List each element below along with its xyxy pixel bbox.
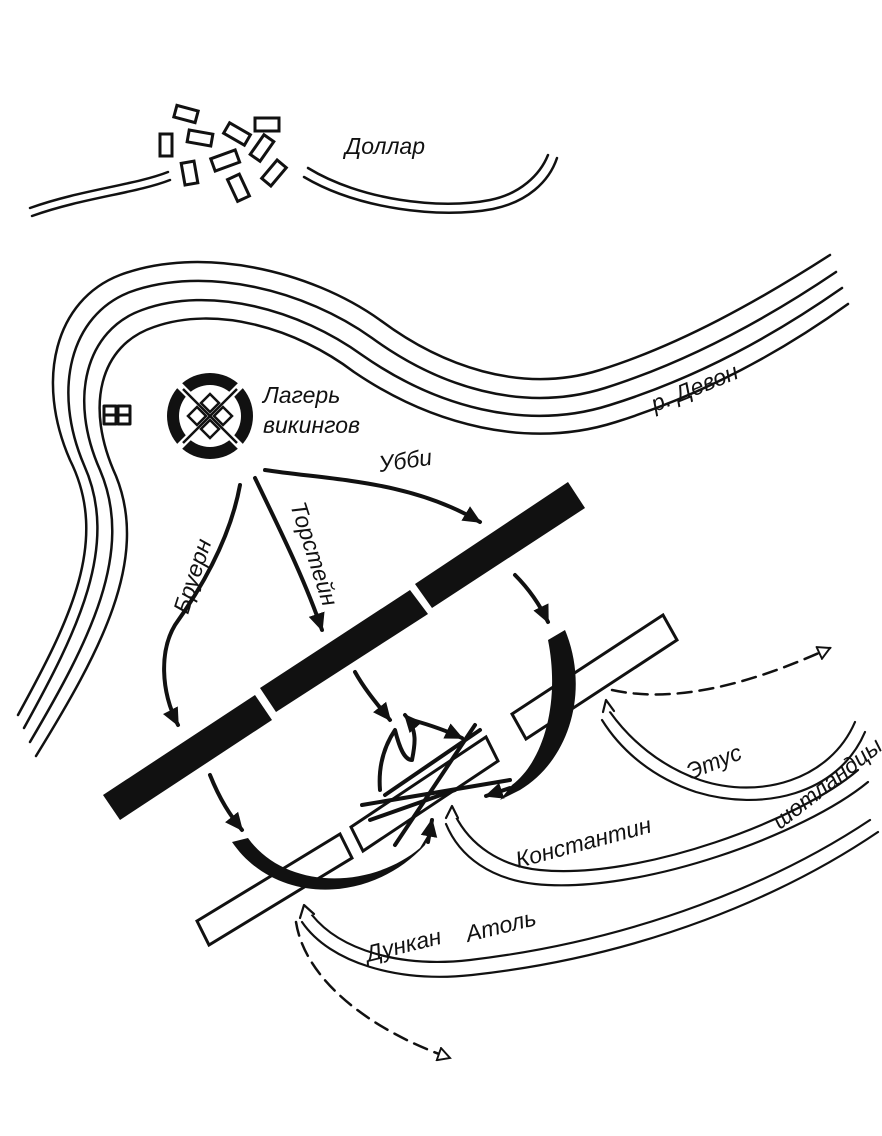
attack-arrow-icon xyxy=(500,630,576,800)
viking-attack-arrows xyxy=(162,468,550,832)
town-buildings xyxy=(158,103,289,204)
flanking-arrows xyxy=(232,630,576,890)
attack-arrow-icon xyxy=(162,483,242,727)
attack-arrow-icon xyxy=(263,468,482,524)
bruern-label: Бруерн xyxy=(168,535,217,616)
camp-label-line1: Лагерь xyxy=(261,382,340,408)
viking-battle-line xyxy=(103,482,585,820)
retreat-arrow-icon xyxy=(610,648,830,696)
etus-label: Этус xyxy=(682,739,746,785)
ford-icon xyxy=(102,404,132,426)
attack-arrow-icon xyxy=(208,773,244,832)
retreat-arrow-icon xyxy=(294,920,450,1058)
attack-arrow-icon xyxy=(513,573,550,624)
river-devon xyxy=(16,253,850,758)
attack-arrow-icon xyxy=(377,713,423,792)
attack-arrow-icon xyxy=(353,670,392,722)
melee-lines xyxy=(360,723,512,847)
scottish-advance-arrows xyxy=(298,698,880,978)
attack-arrow-icon xyxy=(253,476,325,632)
town-label: Доллар xyxy=(342,133,425,159)
ubbi-label: Убби xyxy=(376,444,434,477)
camp-label-line2: викингов xyxy=(263,412,360,438)
retreat-arrows xyxy=(294,648,830,1058)
attack-arrow-icon xyxy=(410,718,464,740)
thorstein-label: Торстейн xyxy=(285,499,343,610)
attack-arrow-icon xyxy=(232,828,432,890)
atholl-label: Атоль xyxy=(461,904,539,947)
building-icon xyxy=(158,103,289,204)
viking-camp-icon xyxy=(166,372,254,460)
stream xyxy=(28,153,559,218)
